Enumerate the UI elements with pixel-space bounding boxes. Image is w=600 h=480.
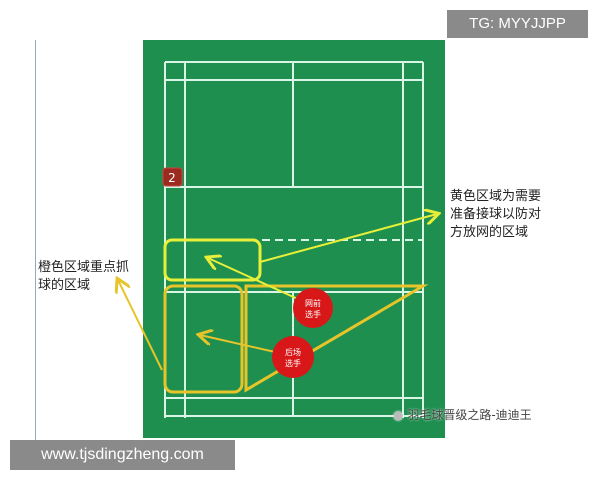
divider	[35, 40, 36, 440]
wechat-icon: ●	[393, 408, 404, 422]
watermark-bottom: www.tjsdingzheng.com	[10, 440, 235, 470]
back-player-label: 后场	[285, 347, 301, 357]
badge-number: 2	[168, 171, 176, 185]
right-note: 黄色区域为需要 准备接球以防对 方放网的区域	[450, 188, 541, 242]
front-player-label: 选手	[305, 309, 321, 319]
orange-zone	[163, 284, 244, 394]
arrow-front-player	[208, 258, 301, 301]
note-line: 球的区域	[38, 278, 91, 293]
badge	[162, 167, 183, 187]
note-line: 黄色区域为需要	[450, 189, 542, 204]
watermark-top: TG: MYYJJPP	[447, 10, 588, 38]
wechat-watermark: ● 羽毛球晋级之路-迪迪王	[393, 406, 532, 423]
back-player-marker	[272, 336, 314, 378]
arrow-to-right-note	[259, 214, 437, 263]
note-line: 橙色区域重点抓	[38, 260, 130, 275]
note-line: 准备接球以防对	[450, 207, 542, 222]
arrow-back-player	[200, 335, 276, 353]
note-line: 方放网的区域	[450, 225, 529, 240]
court-lines	[164, 61, 424, 418]
coverage-triangle	[244, 284, 429, 393]
left-note: 橙色区域重点抓 球的区域	[38, 259, 129, 295]
wechat-watermark-text: 羽毛球晋级之路-迪迪王	[407, 408, 532, 422]
yellow-zone	[163, 238, 262, 282]
back-player-label: 选手	[285, 358, 301, 368]
front-player-label: 网前	[305, 298, 321, 308]
arrow-to-left-note	[118, 280, 163, 371]
front-player-marker	[293, 288, 333, 328]
